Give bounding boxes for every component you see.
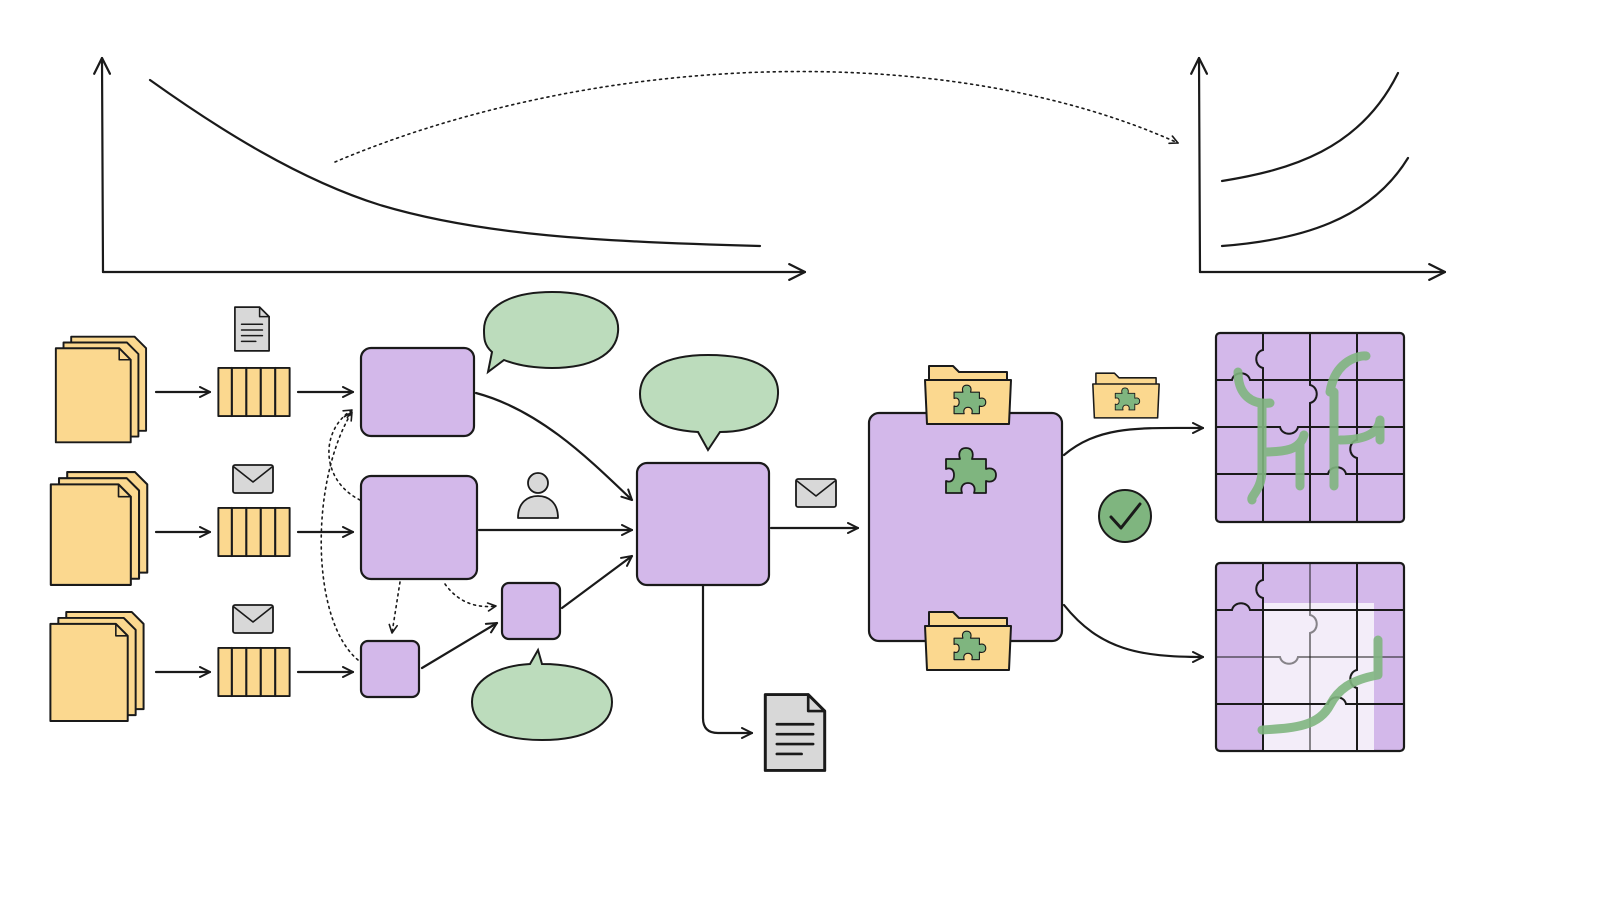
transfer-arc <box>334 70 1179 163</box>
document-icon <box>763 693 827 772</box>
growth-curve-lower <box>1220 156 1410 248</box>
folder-icon <box>1093 373 1159 418</box>
growth-chart-y-axis <box>1190 56 1209 274</box>
queue-icon <box>217 646 291 698</box>
envelope-icon <box>232 464 274 494</box>
arrow <box>1062 421 1205 457</box>
decay-chart <box>93 56 807 281</box>
folder-icon <box>925 612 1011 670</box>
document-stack-icon <box>49 610 145 723</box>
input-row-3 <box>49 604 355 723</box>
arrow <box>474 391 634 502</box>
arrow <box>420 621 499 670</box>
decay-curve <box>148 78 762 248</box>
envelope-icon <box>232 604 274 634</box>
document-stack-icon <box>49 471 149 586</box>
envelope-icon <box>795 478 837 508</box>
arrow <box>560 554 634 610</box>
person-icon <box>517 472 559 519</box>
puzzle-grid-icon <box>1214 331 1406 524</box>
input-row-2 <box>49 464 355 586</box>
feedback-path <box>444 583 497 612</box>
arrow <box>701 584 754 739</box>
feedback-path <box>320 411 359 661</box>
feedback-path <box>388 581 401 634</box>
agent-node-1 <box>359 346 476 438</box>
agent-node-2 <box>359 474 479 581</box>
input-row-1 <box>54 306 355 444</box>
checkmark-icon <box>1098 489 1152 543</box>
puzzle-grid-icon <box>1214 561 1406 753</box>
orchestrator-node <box>635 461 771 587</box>
feedback-path <box>328 409 361 501</box>
agent-node-small-1 <box>359 639 421 699</box>
speech-bubble-icon <box>470 647 614 742</box>
document-stack-icon <box>54 335 148 444</box>
speech-bubble-icon <box>482 290 620 375</box>
speech-bubble-icon <box>638 353 780 452</box>
document-icon <box>234 306 270 352</box>
agent-node-small-2 <box>500 581 562 641</box>
queue-icon <box>217 366 291 418</box>
arrow <box>1062 603 1205 663</box>
growth-chart <box>1190 56 1447 281</box>
queue-icon <box>217 506 291 558</box>
growth-curve-upper <box>1220 71 1400 183</box>
decay-chart-y-axis <box>93 56 112 274</box>
folder-icon <box>925 366 1011 424</box>
